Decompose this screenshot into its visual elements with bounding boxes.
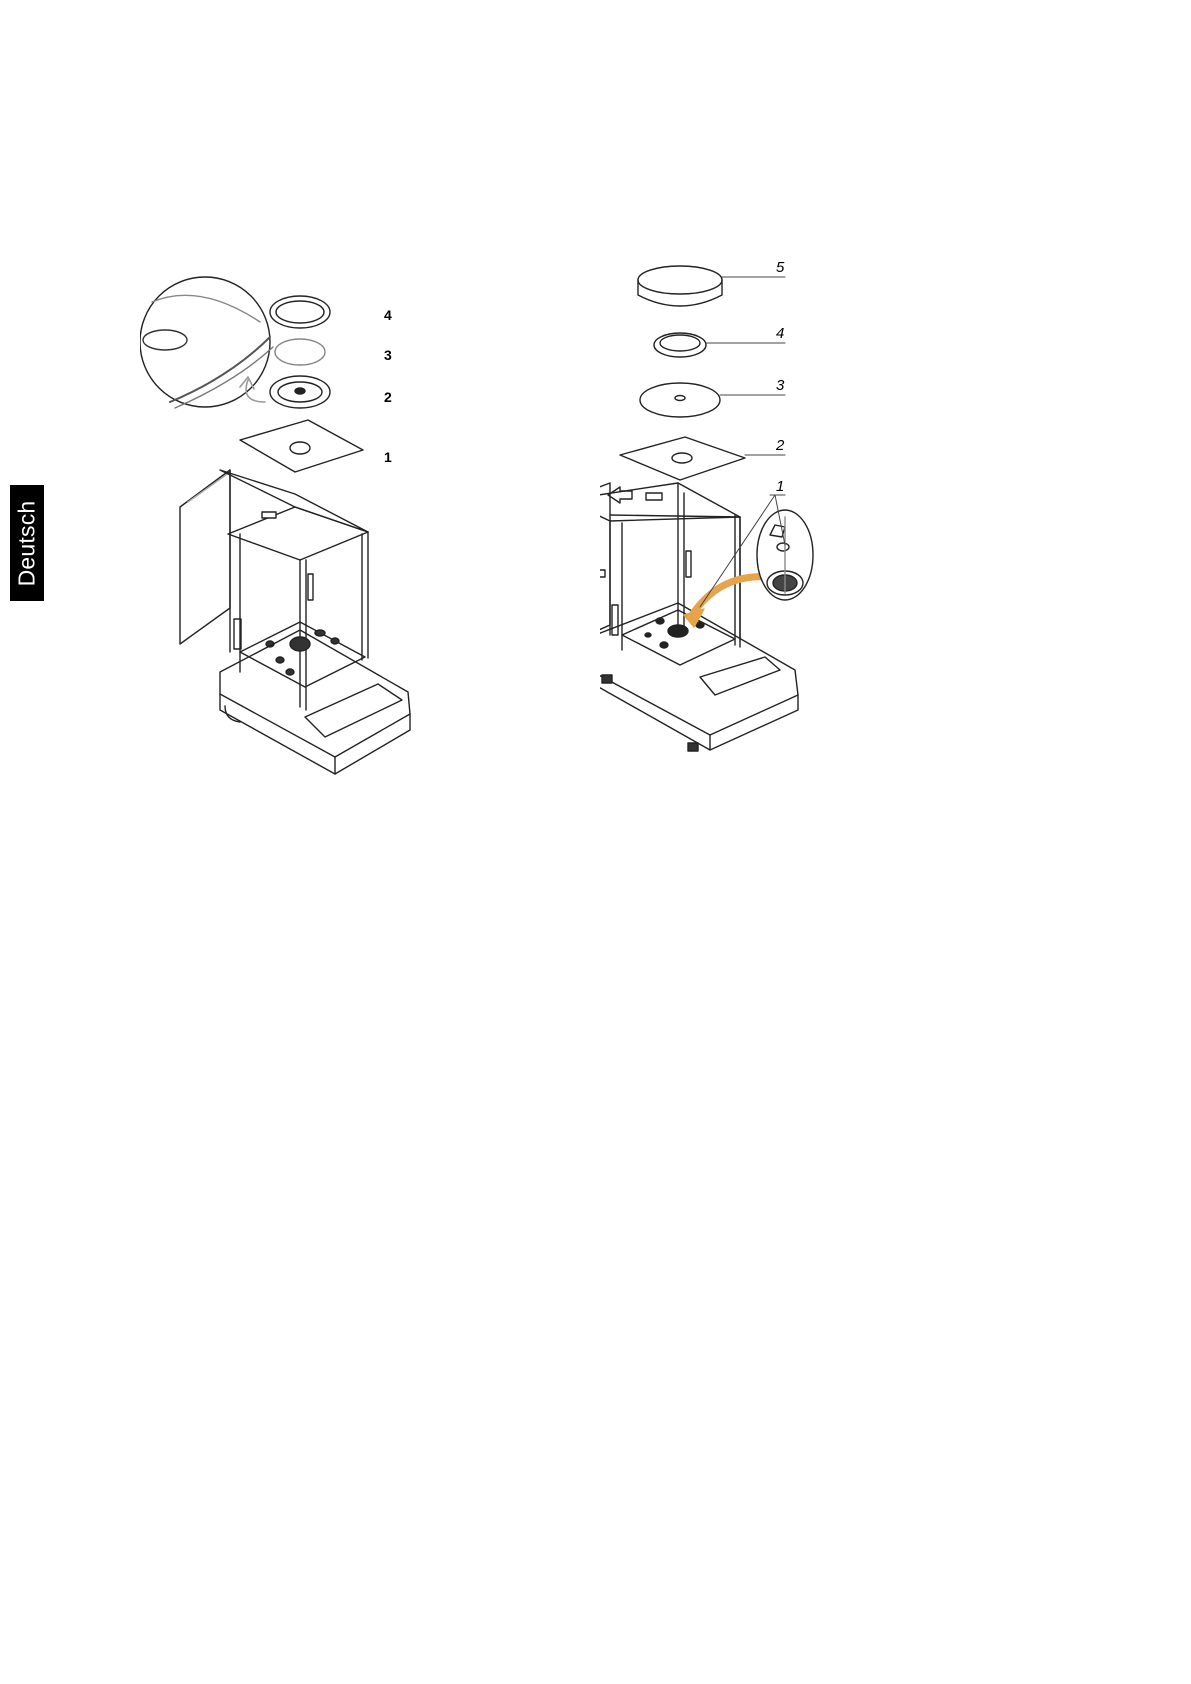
arrow-left-icon (600, 565, 605, 582)
language-tab: Deutsch (10, 485, 44, 601)
part-4-small-pan (654, 333, 706, 357)
callout-1: 1 (776, 478, 784, 495)
part-3-disk (640, 383, 720, 417)
callout-4: 4 (776, 325, 784, 342)
part-2-base-plate (620, 437, 745, 480)
balance-assembly-diagram-left: 4 3 2 1 (140, 262, 460, 814)
language-tab-label: Deutsch (14, 500, 41, 586)
callout-2: 2 (384, 389, 392, 405)
balance-body (180, 470, 410, 774)
balance-assembly-diagram-right: 5 4 3 2 1 (600, 255, 900, 793)
part-3-disk (275, 339, 325, 365)
callout-5: 5 (776, 259, 785, 276)
part-5-shield-ring (638, 266, 722, 306)
callout-3: 3 (776, 377, 785, 394)
part-4-weighing-pan (270, 296, 330, 328)
callout-3: 3 (384, 347, 392, 363)
part-2-ring (270, 376, 330, 408)
callout-1: 1 (384, 449, 392, 465)
callout-4: 4 (384, 307, 392, 323)
callout-2: 2 (775, 437, 785, 454)
arrow-left-icon (608, 487, 632, 503)
detail-magnifier-circle (757, 510, 813, 600)
part-1-base-plate (240, 420, 363, 472)
